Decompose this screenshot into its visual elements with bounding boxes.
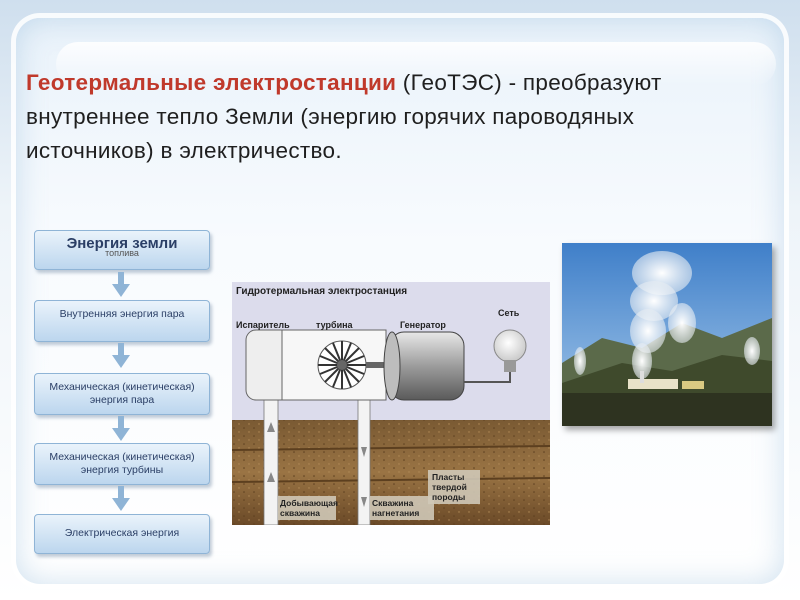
diagram-label-injection-well: Скважина нагнетания [372, 498, 420, 518]
flow-arrow-3 [112, 416, 130, 441]
flow-box-step-2: Механическая (кинетическая) энергия пара [34, 373, 210, 415]
flow-box-step-1: Внутренняя энергия пара [34, 300, 210, 342]
flow-arrow-1 [112, 272, 130, 297]
geothermal-plant-photo [562, 243, 772, 426]
slide-heading: Геотермальные электростанции (ГеоТЭС) - … [26, 66, 726, 168]
hydrothermal-plant-diagram: Гидротермальная электростанция Испарител… [232, 282, 550, 525]
diagram-label-generator: Генератор [400, 320, 446, 330]
diagram-label-turbine: турбина [316, 320, 353, 330]
flow-box-earth-energy: Энергия земли топлива [34, 230, 210, 270]
flow-step-4-label: Электрическая энергия [64, 527, 180, 539]
flow-arrow-2 [112, 343, 130, 368]
flow-step-2-label: Механическая (кинетическая) энергия пара [49, 381, 195, 406]
flow-title: Энергия земли [66, 235, 178, 252]
flow-step-1-label: Внутренняя энергия пара [59, 308, 185, 320]
flow-box-step-4: Электрическая энергия [34, 514, 210, 554]
geothermal-plant-illustration [562, 243, 772, 426]
flow-title-sub: топлива [105, 248, 139, 258]
diagram-label-network: Сеть [498, 308, 520, 318]
diagram-title: Гидротермальная электростанция [236, 286, 408, 297]
frame-glare [56, 42, 776, 86]
diagram-label-rock-layers: Пласты твердой породы [432, 472, 467, 502]
flow-step-3-label: Механическая (кинетическая) энергия турб… [49, 451, 195, 476]
diagram-label-production-well: Добывающая скважина [280, 498, 338, 518]
flow-box-step-3: Механическая (кинетическая) энергия турб… [34, 443, 210, 485]
flow-arrow-4 [112, 486, 130, 511]
plant-schematic [232, 282, 550, 525]
heading-accent: Геотермальные электростанции [26, 70, 397, 95]
diagram-label-evaporator: Испаритель [236, 320, 290, 330]
heading-rest: (ГеоТЭС) - преобразуют внутреннее тепло … [26, 70, 662, 163]
